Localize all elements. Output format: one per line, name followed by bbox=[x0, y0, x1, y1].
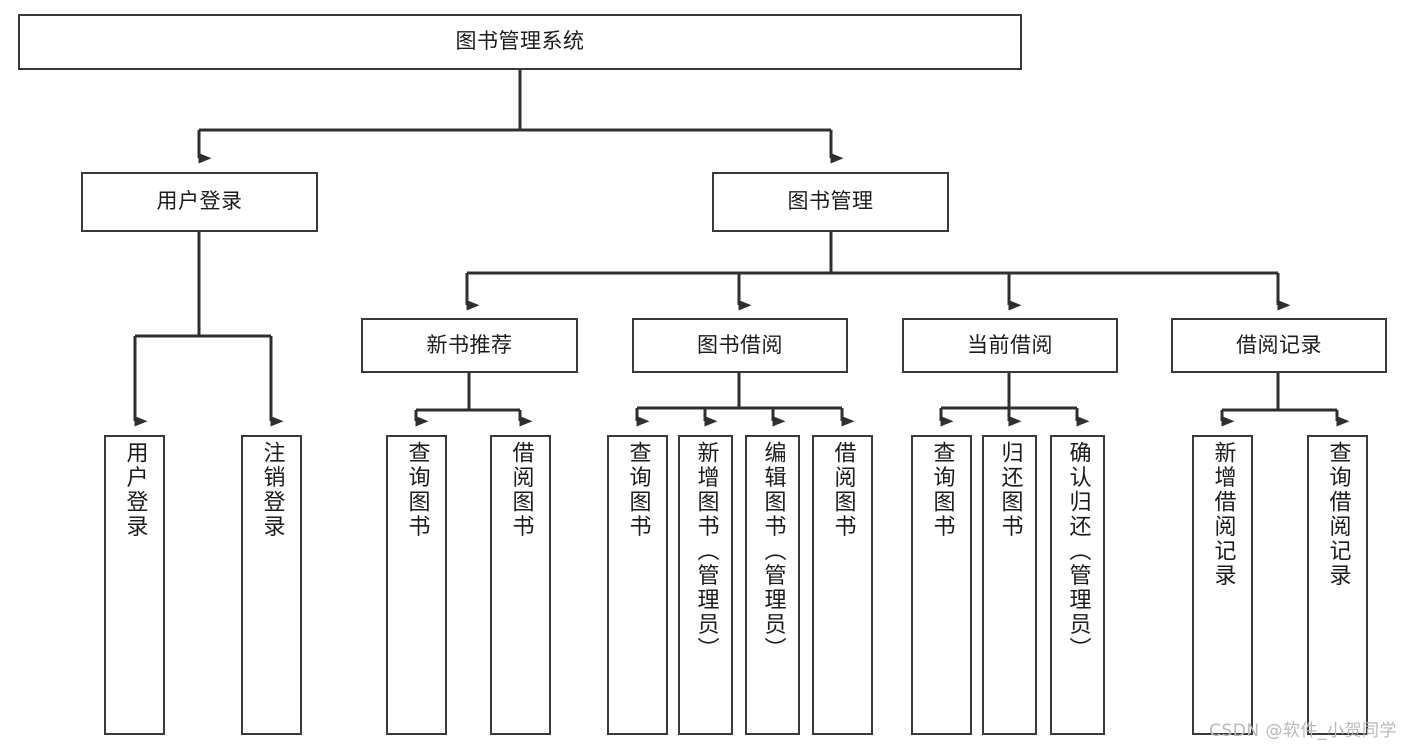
node-user-login-label: 用户登录 bbox=[156, 189, 243, 214]
node-leaf-query-record-label: 查询借阅记录 bbox=[1325, 441, 1351, 588]
node-leaf-add-record-label: 新增借阅记录 bbox=[1210, 441, 1236, 588]
node-leaf-query-book-2[interactable]: 查询图书 bbox=[607, 435, 668, 735]
node-leaf-borrow-book-2-label: 借阅图书 bbox=[830, 441, 856, 539]
csdn-watermark: CSDN @软件_小贺同学 bbox=[1209, 721, 1397, 741]
node-current-borrow-label: 当前借阅 bbox=[967, 332, 1053, 357]
node-leaf-add-book-label: 新增图书（管理员） bbox=[693, 441, 719, 662]
node-book-borrow-label: 图书借阅 bbox=[697, 332, 783, 357]
node-leaf-query-book-3-label: 查询图书 bbox=[929, 441, 955, 539]
node-leaf-query-book-2-label: 查询图书 bbox=[625, 441, 651, 539]
node-leaf-return-book[interactable]: 归还图书 bbox=[982, 435, 1037, 735]
node-leaf-edit-book-label: 编辑图书（管理员） bbox=[760, 441, 786, 662]
node-leaf-logout-login-label: 注销登录 bbox=[259, 441, 285, 539]
node-current-borrow[interactable]: 当前借阅 bbox=[902, 318, 1118, 373]
node-leaf-return-book-label: 归还图书 bbox=[997, 441, 1023, 539]
node-leaf-query-book-1[interactable]: 查询图书 bbox=[386, 435, 447, 735]
node-root-label: 图书管理系统 bbox=[455, 29, 585, 54]
node-leaf-logout-login[interactable]: 注销登录 bbox=[241, 435, 302, 735]
node-new-book-recommend-label: 新书推荐 bbox=[426, 332, 513, 357]
node-borrow-record-label: 借阅记录 bbox=[1236, 332, 1322, 357]
node-leaf-edit-book[interactable]: 编辑图书（管理员） bbox=[745, 435, 800, 735]
node-leaf-confirm-return[interactable]: 确认归还（管理员） bbox=[1050, 435, 1105, 735]
node-leaf-add-book[interactable]: 新增图书（管理员） bbox=[678, 435, 733, 735]
node-leaf-query-book-1-label: 查询图书 bbox=[404, 441, 430, 539]
node-user-login[interactable]: 用户登录 bbox=[81, 172, 318, 232]
node-leaf-confirm-return-label: 确认归还（管理员） bbox=[1065, 441, 1091, 662]
node-book-borrow[interactable]: 图书借阅 bbox=[632, 318, 848, 373]
node-root[interactable]: 图书管理系统 bbox=[18, 14, 1022, 70]
node-leaf-user-login[interactable]: 用户登录 bbox=[104, 435, 165, 735]
node-book-manage-label: 图书管理 bbox=[787, 189, 874, 214]
node-leaf-borrow-book-1[interactable]: 借阅图书 bbox=[490, 435, 551, 735]
node-leaf-user-login-label: 用户登录 bbox=[122, 441, 148, 539]
node-leaf-borrow-book-2[interactable]: 借阅图书 bbox=[812, 435, 873, 735]
node-new-book-recommend[interactable]: 新书推荐 bbox=[361, 318, 578, 373]
node-book-manage[interactable]: 图书管理 bbox=[712, 172, 949, 232]
node-borrow-record[interactable]: 借阅记录 bbox=[1171, 318, 1387, 373]
node-leaf-query-record[interactable]: 查询借阅记录 bbox=[1307, 435, 1368, 735]
node-leaf-add-record[interactable]: 新增借阅记录 bbox=[1192, 435, 1253, 735]
node-leaf-query-book-3[interactable]: 查询图书 bbox=[911, 435, 972, 735]
node-leaf-borrow-book-1-label: 借阅图书 bbox=[508, 441, 534, 539]
